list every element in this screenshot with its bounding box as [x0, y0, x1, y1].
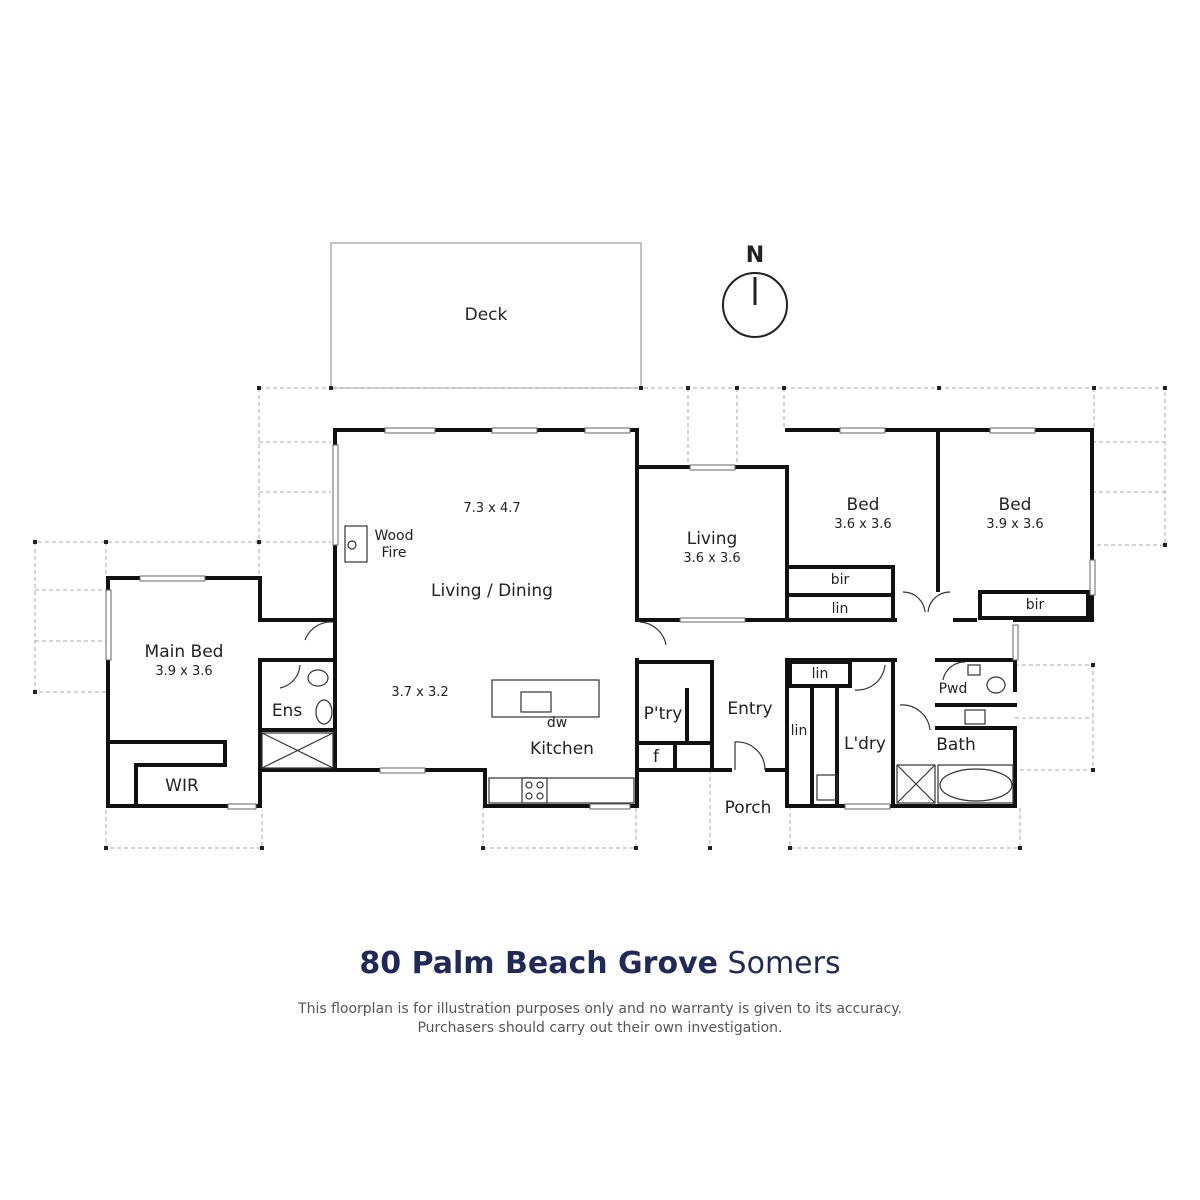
toilet-icon	[307, 669, 329, 687]
windows	[105, 427, 1096, 810]
shower-bath-icon	[896, 764, 936, 804]
living-dining-dim: 7.3 x 4.7	[463, 501, 520, 516]
eave-dots	[33, 386, 1167, 850]
kitchen-island	[491, 679, 600, 718]
cooktop-icon	[521, 777, 548, 804]
kitchen-label: Kitchen	[530, 739, 594, 759]
bed1-lin-label: lin	[832, 601, 849, 617]
walls	[106, 428, 1094, 808]
compass-label: N	[746, 243, 764, 268]
porch-label: Porch	[725, 798, 772, 818]
main-bed-dim: 3.9 x 3.6	[155, 664, 212, 679]
living-label: Living	[687, 529, 738, 549]
kitchen-dim: 3.7 x 3.2	[391, 685, 448, 700]
wood-fire-label-2: Fire	[382, 545, 407, 561]
bed1-bir-label: bir	[831, 572, 850, 588]
pantry-label: P'try	[644, 704, 683, 724]
sink-icon	[520, 691, 552, 713]
ens-label: Ens	[272, 701, 303, 721]
pwd-label: Pwd	[939, 681, 968, 697]
dishwasher-label: dw	[547, 715, 567, 731]
property-street: 80 Palm Beach Grove	[359, 946, 718, 981]
living-dining-label: Living / Dining	[431, 581, 553, 601]
bed1-dim: 3.6 x 3.6	[834, 517, 891, 532]
wood-fire-label-1: Wood	[374, 528, 413, 544]
compass-icon: N	[722, 243, 788, 338]
bed2-bir-label: bir	[1026, 597, 1045, 613]
laundry-lin-side-label: lin	[791, 723, 808, 739]
laundry-lin-top-label: lin	[812, 666, 829, 682]
disclaimer: This floorplan is for illustration purpo…	[0, 1000, 1200, 1038]
deck-label: Deck	[465, 305, 508, 325]
wir-label: WIR	[165, 776, 199, 796]
wood-fire-icon	[344, 525, 368, 563]
bed1-label: Bed	[847, 495, 880, 515]
property-title: 80 Palm Beach Grove Somers	[0, 946, 1200, 981]
property-suburb: Somers	[727, 946, 841, 981]
laundry-tub-icon	[816, 774, 838, 801]
main-bed-label: Main Bed	[145, 642, 224, 662]
living-dim: 3.6 x 3.6	[683, 551, 740, 566]
bed2-label: Bed	[999, 495, 1032, 515]
fixtures	[261, 525, 1014, 804]
disclaimer-line-2: Purchasers should carry out their own in…	[417, 1020, 783, 1036]
shower-icon	[261, 732, 334, 769]
entry-label: Entry	[727, 699, 772, 719]
disclaimer-line-1: This floorplan is for illustration purpo…	[298, 1001, 902, 1017]
doors	[279, 591, 966, 771]
room-labels: Deck 7.3 x 4.7 Living / Dining Wood Fire…	[145, 305, 1045, 818]
bath-label: Bath	[936, 735, 976, 755]
floor-plan: N Deck 7.3 x 4.7 Living / Dining Wood Fi…	[33, 242, 1167, 850]
fridge-label: f	[653, 747, 660, 767]
bathtub-icon	[939, 768, 1013, 802]
bed2-dim: 3.9 x 3.6	[986, 517, 1043, 532]
laundry-label: L'dry	[844, 734, 886, 754]
